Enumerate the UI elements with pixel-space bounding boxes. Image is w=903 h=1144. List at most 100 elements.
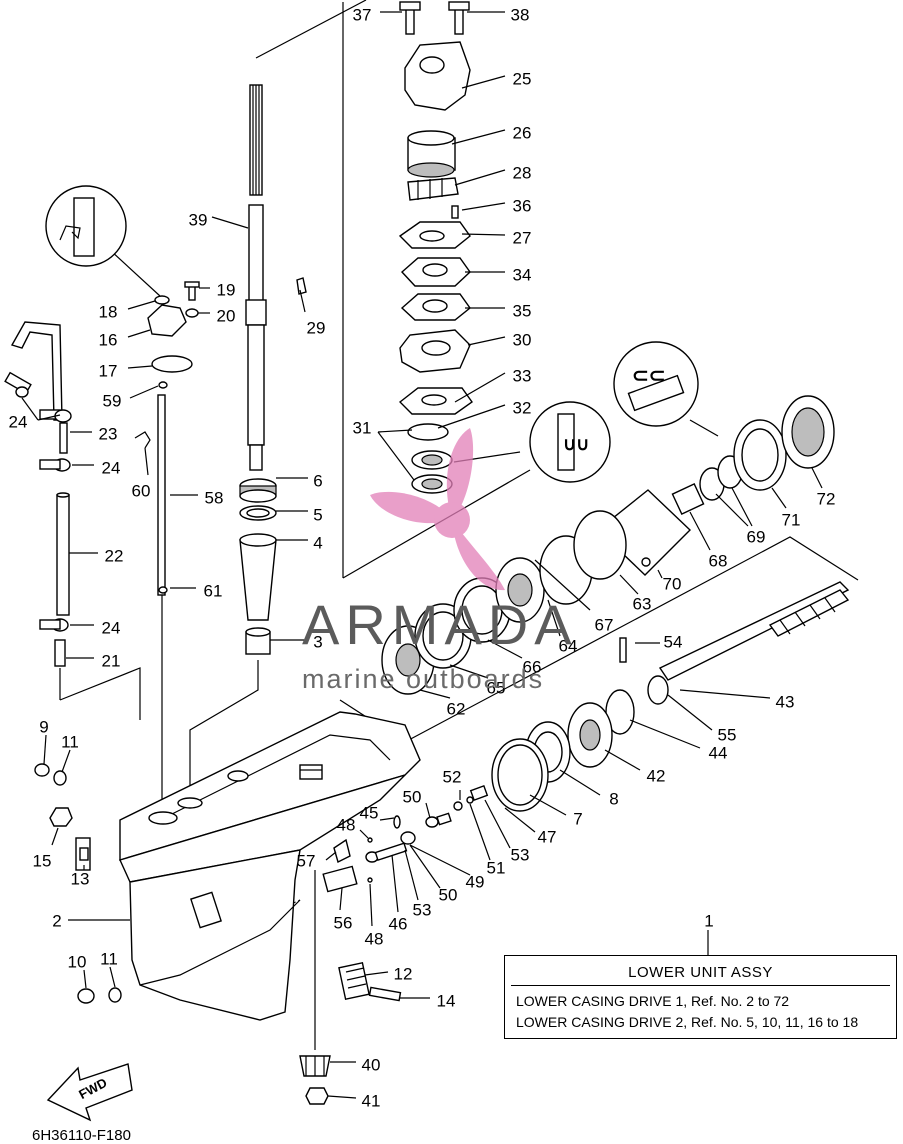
part-label-71: 71 (782, 510, 801, 529)
part-label-48: 48 (337, 815, 356, 834)
part-label-57: 57 (297, 851, 316, 870)
pin-orientation-inset-icon (45, 185, 161, 297)
part-label-65: 65 (487, 678, 506, 697)
part-label-27: 27 (513, 228, 532, 247)
legend-line-1: LOWER CASING DRIVE 1, Ref. No. 2 to 72 (516, 993, 790, 1009)
drive-shaft (245, 84, 307, 471)
part-label-21: 21 (102, 651, 121, 670)
part-label-33: 33 (513, 366, 532, 385)
part-label-46: 46 (389, 914, 408, 933)
part-label-41: 41 (362, 1091, 381, 1110)
part-label-36: 36 (513, 196, 532, 215)
part-label-44: 44 (709, 743, 728, 762)
part-label-11: 11 (61, 732, 79, 751)
part-label-66: 66 (523, 657, 542, 676)
part-label-63: 63 (633, 594, 652, 613)
part-label-70: 70 (663, 574, 682, 593)
part-label-24: 24 (102, 458, 121, 477)
bottom-parts (34, 763, 402, 1105)
part-label-19: 19 (217, 280, 236, 299)
shift-mechanism-parts (322, 785, 489, 893)
part-label-15: 15 (33, 851, 52, 870)
part-label-59: 59 (103, 391, 122, 410)
part-label-38: 38 (511, 5, 530, 24)
water-pump-assembly (398, 1, 473, 494)
part-label-42: 42 (647, 766, 666, 785)
part-label-43: 43 (776, 692, 795, 711)
part-label-7: 7 (573, 809, 582, 828)
part-label-60: 60 (132, 481, 151, 500)
part-label-56: 56 (334, 913, 353, 932)
part-label-50: 50 (403, 787, 422, 806)
part-label-39: 39 (189, 210, 208, 229)
lower-casing (119, 711, 421, 1021)
part-label-3: 3 (313, 632, 322, 651)
part-label-47: 47 (538, 827, 557, 846)
part-label-5: 5 (313, 505, 322, 524)
part-label-45: 45 (360, 803, 379, 822)
part-label-72: 72 (817, 489, 836, 508)
svg-text:⊂⊂: ⊂⊂ (632, 365, 666, 387)
figure-code: 6H36110-F180 (32, 1127, 131, 1144)
part-label-67: 67 (595, 615, 614, 634)
part-label-17: 17 (99, 361, 118, 380)
part-label-51: 51 (487, 858, 506, 877)
legend-line-2: LOWER CASING DRIVE 2, Ref. No. 5, 10, 11… (516, 1014, 859, 1030)
part-label-18: 18 (99, 302, 118, 321)
part-label-64: 64 (559, 636, 578, 655)
part-label-6: 6 (313, 471, 322, 490)
legend-title: LOWER UNIT ASSY (628, 964, 773, 981)
part-label-13: 13 (71, 869, 90, 888)
part-label-31: 31 (353, 418, 372, 437)
part-label-40: 40 (362, 1055, 381, 1074)
part-number-labels: 1234567891011111213141516171819202122232… (9, 5, 836, 1110)
part-label-2: 2 (52, 911, 61, 930)
propeller-shaft-gears (381, 395, 850, 812)
part-label-20: 20 (217, 306, 236, 325)
watermark-brand-name: ARMADA (302, 593, 578, 656)
part-label-37: 37 (353, 5, 372, 24)
part-label-68: 68 (709, 551, 728, 570)
water-tube-parts (4, 321, 72, 667)
part-label-55: 55 (718, 725, 737, 744)
part-label-53: 53 (413, 900, 432, 919)
shift-rod-parts (134, 281, 200, 596)
part-label-53: 53 (511, 845, 530, 864)
part-label-9: 9 (39, 717, 48, 736)
drive-shaft-bearings (239, 478, 277, 655)
part-label-24: 24 (9, 412, 28, 431)
part-label-35: 35 (513, 301, 532, 320)
fwd-arrow-icon (46, 1063, 133, 1122)
label-leaders (21, 11, 823, 1099)
part-label-52: 52 (443, 767, 462, 786)
part-label-50: 50 (439, 885, 458, 904)
part-label-16: 16 (99, 330, 118, 349)
part-label-12: 12 (394, 964, 413, 983)
part-label-10: 10 (68, 952, 87, 971)
part-label-30: 30 (513, 330, 532, 349)
part-label-48: 48 (365, 929, 384, 948)
part-label-4: 4 (313, 533, 322, 552)
part-label-49: 49 (466, 872, 485, 891)
part-label-8: 8 (609, 789, 618, 808)
watermark-brand-subtitle: marine outboards (302, 664, 545, 694)
part-label-32: 32 (513, 398, 532, 417)
part-label-28: 28 (513, 163, 532, 182)
part-label-14: 14 (437, 991, 456, 1010)
svg-text:∪∪: ∪∪ (563, 434, 589, 454)
part-label-1: 1 (704, 911, 713, 930)
part-label-23: 23 (99, 424, 118, 443)
part-label-62: 62 (447, 699, 466, 718)
circlip-inset-icon: ⊂⊂ (613, 341, 719, 437)
legend-divider (511, 985, 890, 986)
part-label-24: 24 (102, 618, 121, 637)
part-label-34: 34 (513, 265, 532, 284)
part-label-11: 11 (100, 949, 118, 968)
part-label-69: 69 (747, 527, 766, 546)
part-label-25: 25 (513, 69, 532, 88)
part-label-29: 29 (307, 318, 326, 337)
part-label-22: 22 (105, 546, 124, 565)
part-label-54: 54 (664, 632, 683, 651)
part-label-61: 61 (204, 581, 223, 600)
